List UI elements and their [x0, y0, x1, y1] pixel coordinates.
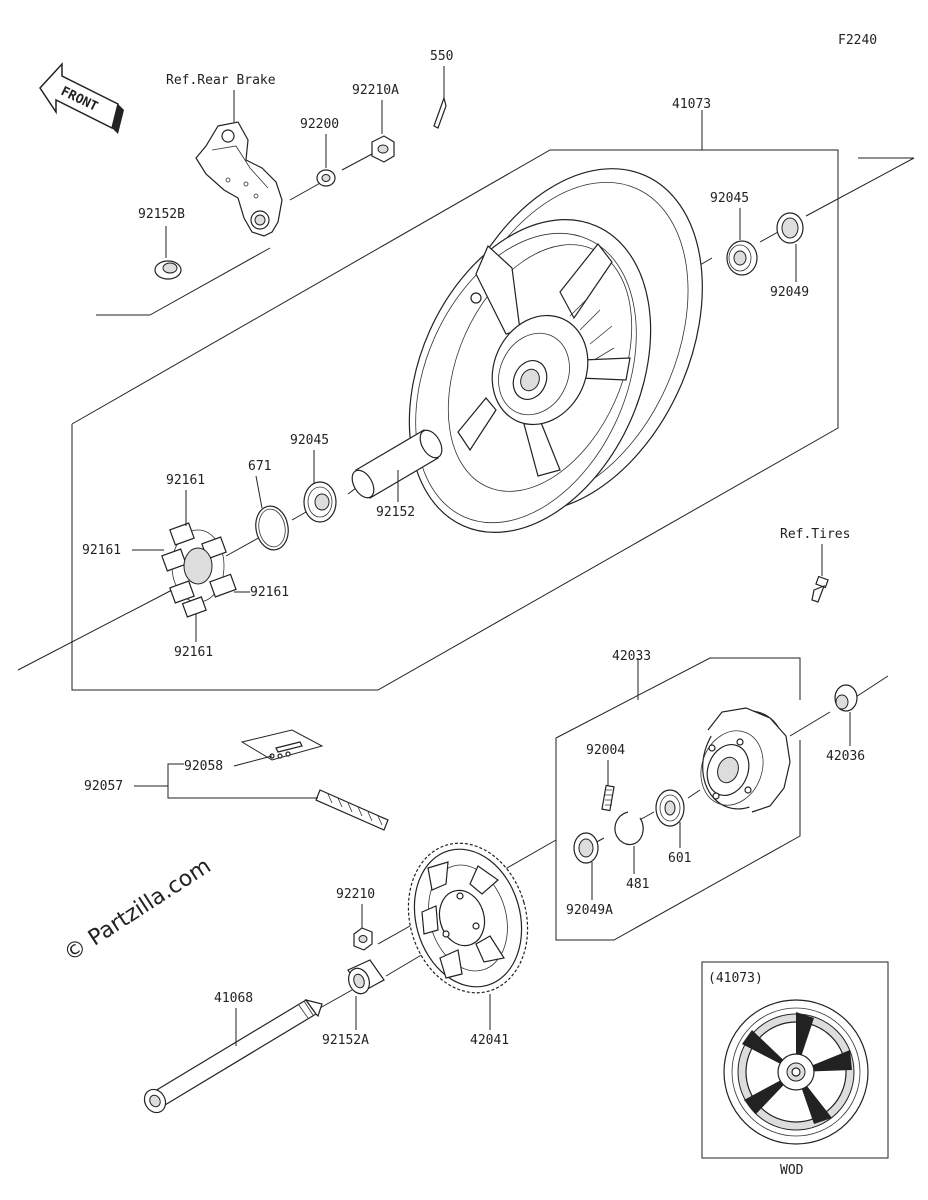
ref-rear-brake: Ref.Rear Brake	[166, 73, 276, 88]
label-42036: 42036	[826, 749, 865, 764]
collar-92152b	[154, 260, 182, 280]
label-601: 601	[668, 851, 691, 866]
axis-lower-6	[499, 839, 557, 873]
nut-92210	[353, 927, 373, 951]
label-92057: 92057	[84, 779, 123, 794]
label-41073: 41073	[672, 97, 711, 112]
chain-92057	[315, 789, 389, 831]
axis-line-upper	[149, 247, 271, 316]
axis-line-right-3	[759, 231, 779, 243]
sprocket-42041	[407, 842, 529, 994]
leader-92058	[233, 755, 273, 767]
label-92049: 92049	[770, 285, 809, 300]
label-92161-c: 92161	[250, 585, 289, 600]
bearing-601	[655, 789, 685, 827]
axis-line-collar	[347, 487, 357, 495]
label-92152: 92152	[376, 505, 415, 520]
label-92045-top: 92045	[710, 191, 749, 206]
label-92152b: 92152B	[138, 207, 185, 222]
label-92049a: 92049A	[566, 903, 613, 918]
label-92045-mid: 92045	[290, 433, 329, 448]
rear-brake-bracket	[195, 121, 283, 237]
axis-line-bearing	[291, 511, 307, 521]
ref-tires: Ref.Tires	[780, 527, 850, 542]
axis-lower-9	[319, 989, 353, 1009]
figure-code: F2240	[838, 33, 877, 48]
axis-lower-2	[789, 711, 831, 737]
axis-line-right-2	[805, 157, 915, 217]
label-92161-d: 92161	[174, 645, 213, 660]
label-92200: 92200	[300, 117, 339, 132]
leader-92057-bottom	[167, 786, 318, 799]
label-92161-a: 92161	[166, 473, 205, 488]
rear-wheel-41073	[408, 168, 703, 533]
washer-92200	[316, 169, 336, 187]
circlip-481	[614, 811, 644, 846]
label-42041: 42041	[470, 1033, 509, 1048]
wod-wheel-icon	[723, 999, 869, 1145]
leader-92057-top	[134, 763, 184, 787]
collar-42036	[834, 684, 858, 712]
seal-92049a	[573, 832, 599, 864]
bearing-92045-top	[726, 240, 758, 276]
oring-671	[255, 505, 289, 551]
wheel-assembly-frame	[71, 110, 839, 691]
label-671: 671	[248, 459, 271, 474]
leader-671	[255, 475, 263, 509]
label-92161-b: 92161	[82, 543, 121, 558]
label-92152a: 92152A	[322, 1033, 369, 1048]
axis-lower-3	[687, 789, 701, 799]
inset-caption: WOD	[780, 1163, 804, 1178]
front-arrow-icon: FRONT	[39, 62, 124, 134]
partzilla-watermark: © Partzilla.com	[60, 854, 216, 967]
damper-92161-set	[161, 522, 237, 618]
label-92004: 92004	[586, 743, 625, 758]
inset-title: (41073)	[708, 971, 763, 986]
axis-lower-7	[377, 925, 411, 945]
sprocket-hub-42033	[700, 707, 791, 813]
collar-92152	[351, 429, 443, 499]
axis-line-upper-3	[341, 153, 373, 171]
hub-assembly-frame	[555, 657, 801, 941]
label-92058: 92058	[184, 759, 223, 774]
label-92210a: 92210A	[352, 83, 399, 98]
axis-line-oring	[225, 535, 263, 557]
cotter-pin-550	[433, 95, 447, 129]
label-42033: 42033	[612, 649, 651, 664]
collar-92152a	[347, 959, 385, 995]
nut-92210a	[371, 135, 395, 163]
axis-line-damper	[17, 589, 173, 671]
label-550: 550	[430, 49, 453, 64]
axle-41068	[143, 999, 323, 1114]
label-92210: 92210	[336, 887, 375, 902]
tire-valve-icon	[811, 575, 829, 603]
inset-wod-wheel: (41073) WOD	[701, 961, 889, 1178]
bearing-92045-mid	[303, 481, 337, 523]
label-481: 481	[626, 877, 649, 892]
axis-line-upper-2	[289, 181, 323, 201]
label-41068: 41068	[214, 991, 253, 1006]
seal-92049	[776, 212, 804, 244]
stud-92004	[601, 784, 615, 812]
chain-joint-92058	[240, 729, 324, 761]
